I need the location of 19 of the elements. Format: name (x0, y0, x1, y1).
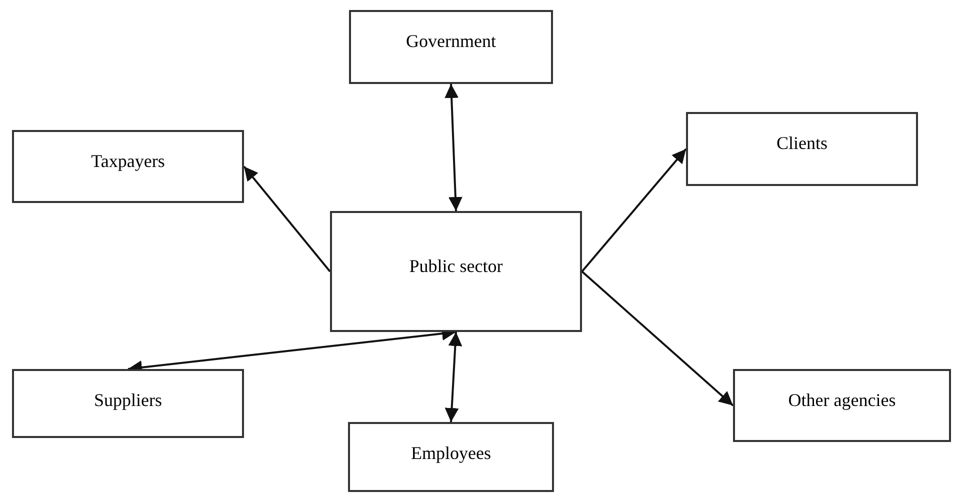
entity-box (349, 10, 553, 84)
arrow (444, 84, 462, 212)
box-label: Other agencies (788, 389, 896, 412)
box-label: Government (406, 30, 496, 52)
arrow (581, 148, 687, 272)
entity-box (686, 112, 918, 186)
box-label: Suppliers (94, 389, 162, 412)
box-label: Clients (776, 132, 828, 154)
entity-box (12, 130, 244, 203)
entity-box (733, 369, 951, 442)
box-label: Taxpayers (91, 150, 165, 172)
entity-box (348, 422, 554, 492)
arrow (581, 270, 734, 406)
entity-box (12, 369, 244, 438)
entity-box (330, 211, 582, 332)
box-label: Employees (411, 442, 491, 464)
arrow (243, 166, 331, 272)
box-label: Public sector (409, 255, 503, 278)
arrow (444, 332, 462, 422)
